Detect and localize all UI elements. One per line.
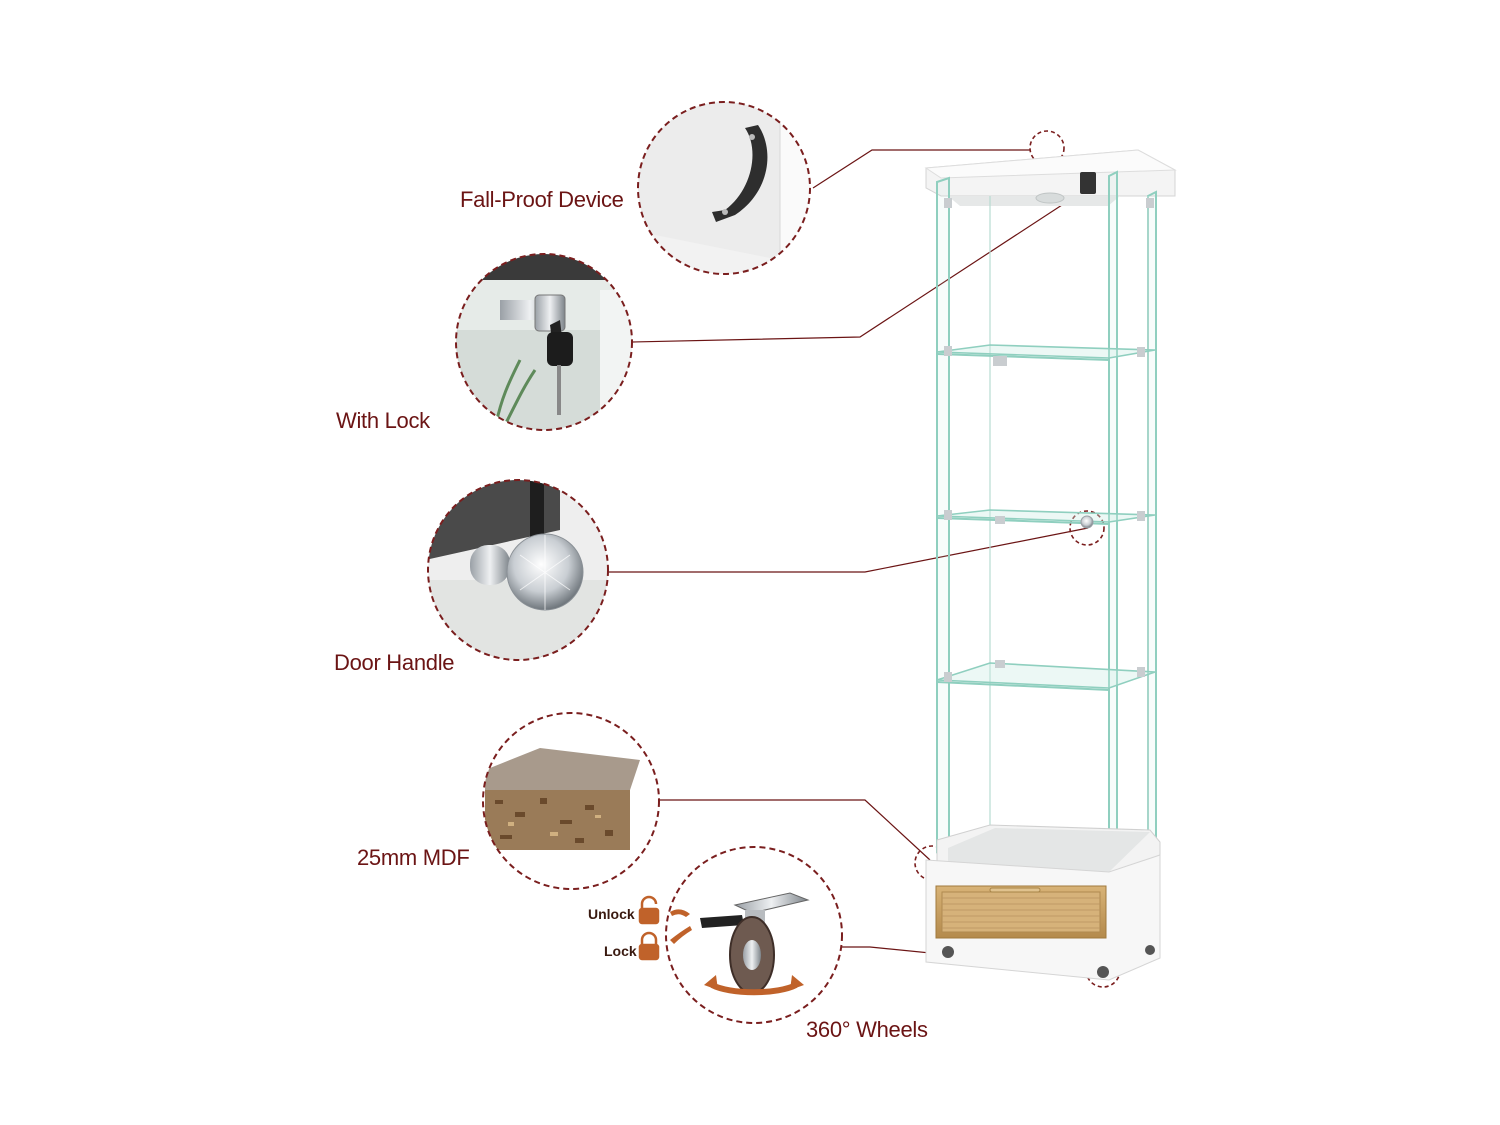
lock-detail-circle	[455, 253, 633, 431]
fall-proof-label: Fall-Proof Device	[460, 187, 624, 212]
mdf-label: 25mm MDF	[357, 845, 470, 870]
door-handle-detail-circle	[427, 479, 609, 661]
unlock-mode-label: Unlock	[588, 906, 635, 922]
fall-proof-detail-circle	[637, 101, 811, 275]
door-handle-label: Door Handle	[334, 650, 455, 675]
padlock-open-icon	[638, 895, 660, 925]
glass-display-cabinet	[924, 149, 1177, 981]
connector-lines	[608, 149, 1101, 971]
lock-label: With Lock	[336, 408, 430, 433]
mdf-detail-circle	[482, 712, 660, 890]
lock-mode-label: Lock	[604, 943, 637, 959]
wheel-detail-circle	[665, 846, 843, 1024]
padlock-closed-icon	[638, 931, 660, 961]
wheels-label: 360° Wheels	[806, 1017, 928, 1042]
rotate-arrow-icon	[670, 909, 692, 944]
